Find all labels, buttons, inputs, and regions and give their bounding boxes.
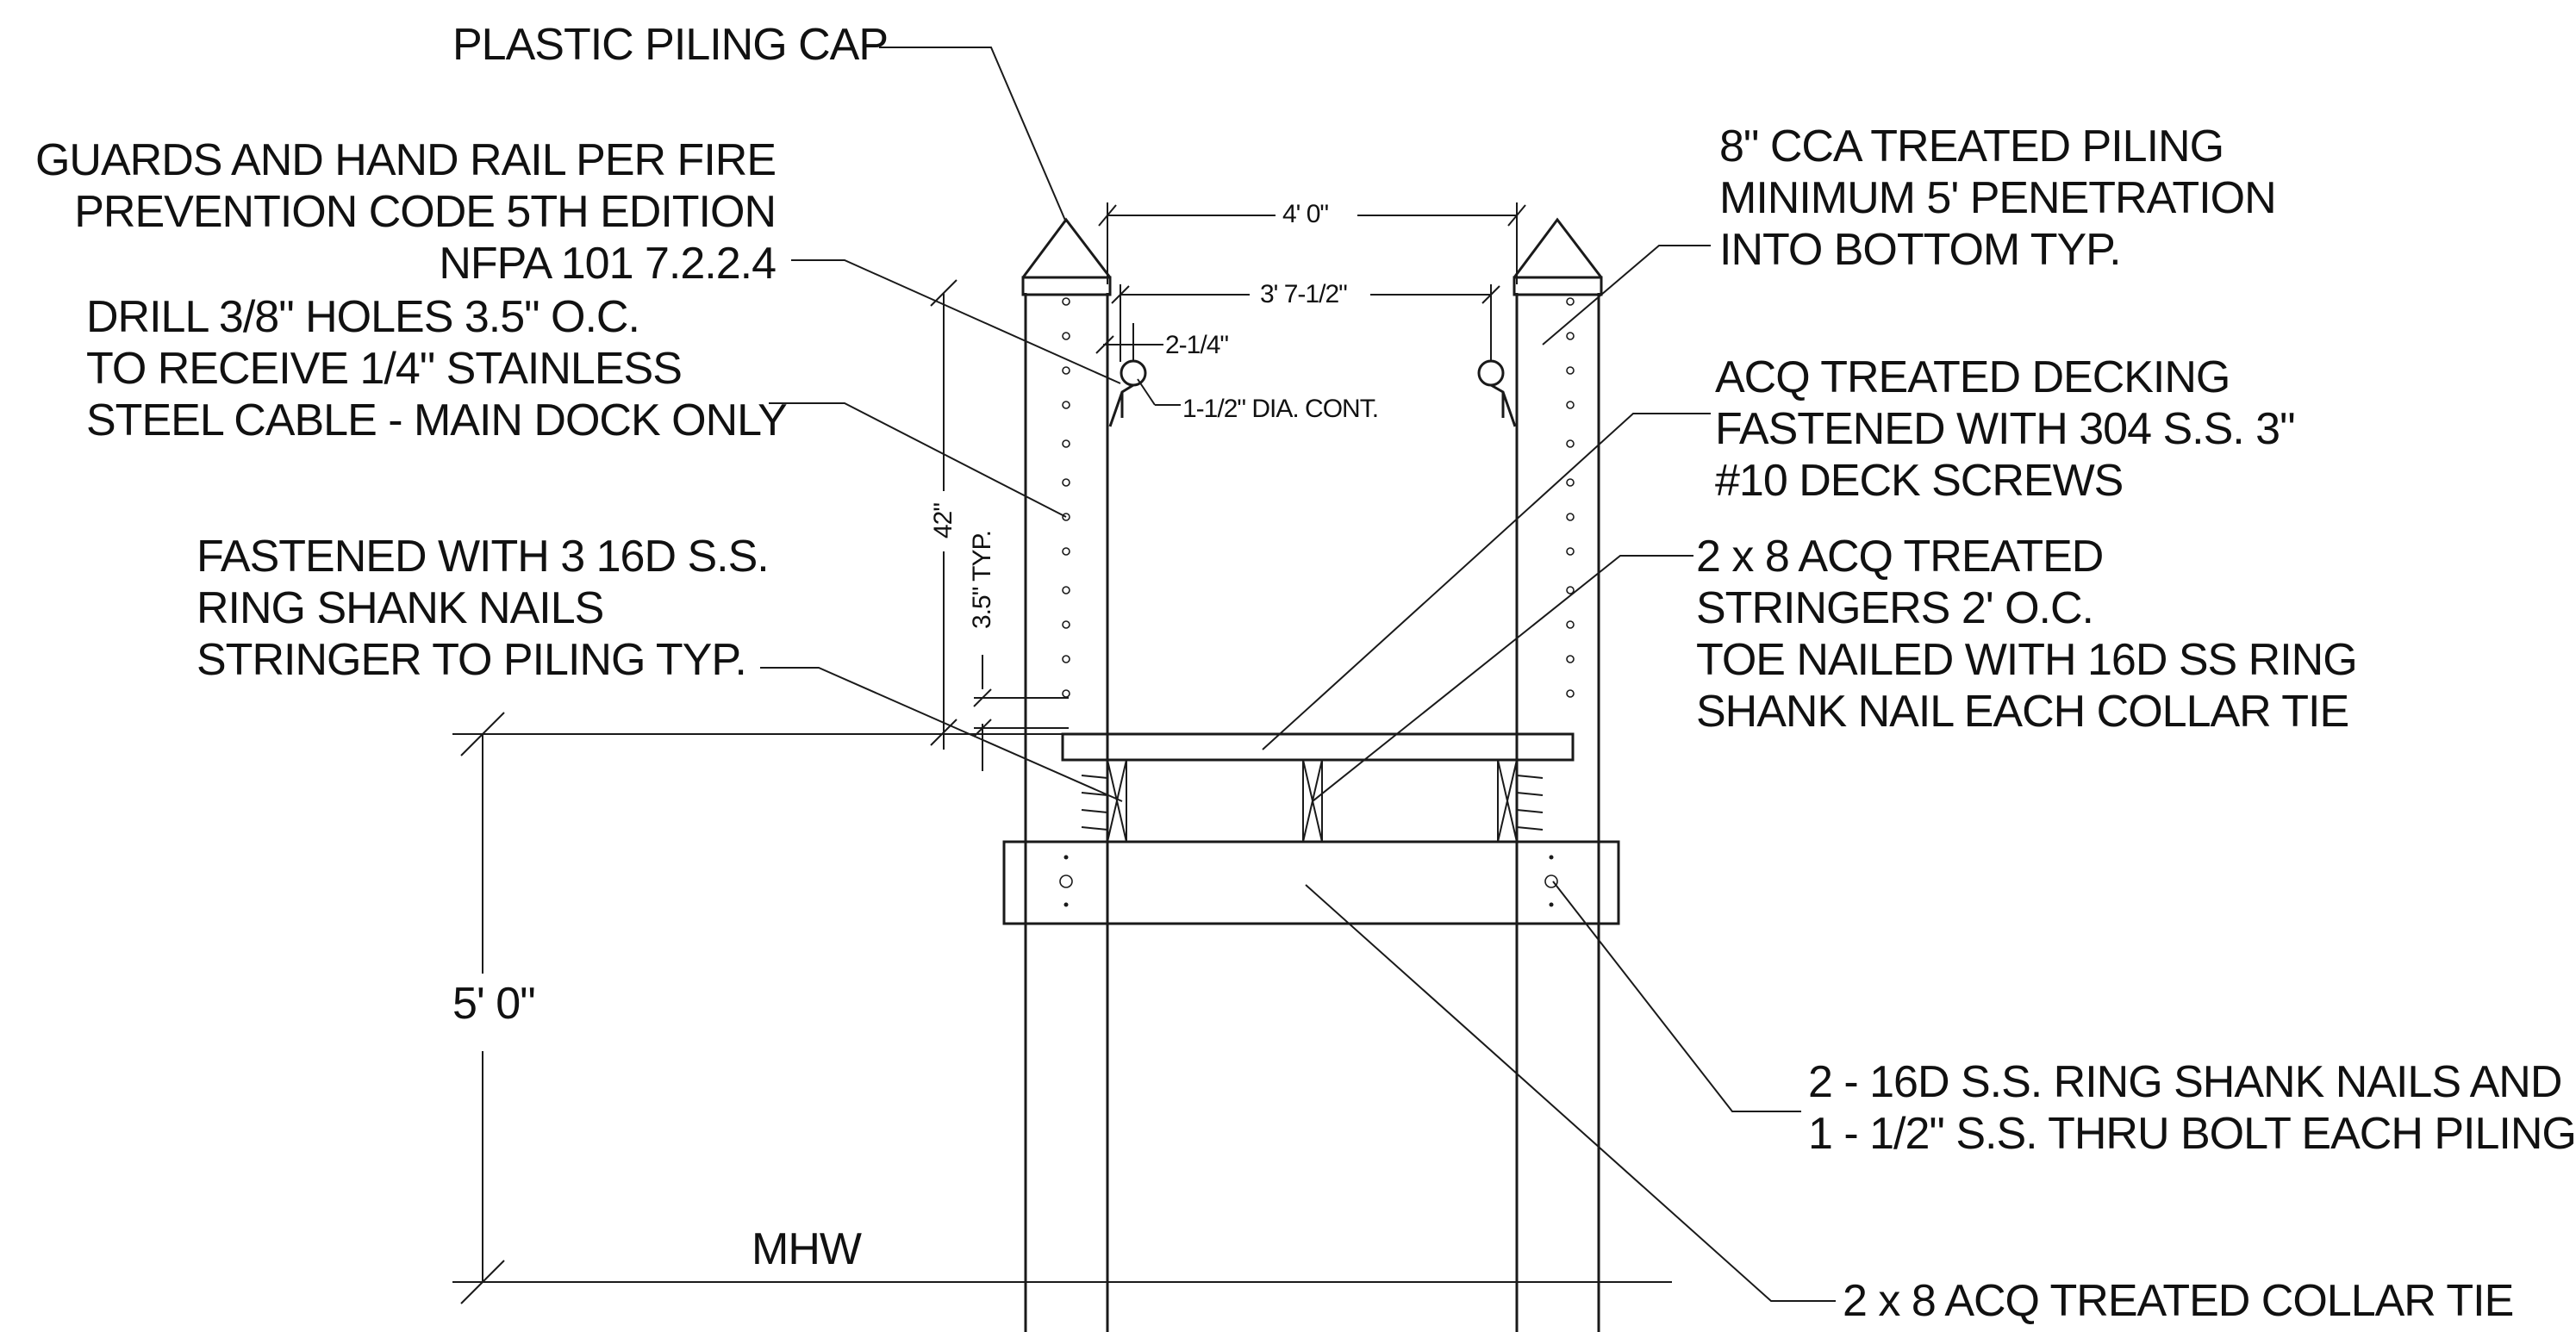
hole-spacing-label: 3.5" TYP. [968,531,996,629]
deck-height-dimension [460,712,505,1304]
stringers-line-2: STRINGERS 2' O.C. [1696,583,2094,633]
rail-height-dimension [930,279,957,750]
decking-line-3: #10 DECK SCREWS [1715,456,2124,506]
drill-note: DRILL 3/8" HOLES 3.5" O.C. TO RECEIVE 1/… [86,291,788,446]
deck-height-label: 5' 0" [452,979,536,1029]
guards-line-2: PREVENTION CODE 5TH EDITION [74,187,777,237]
piling-cap-label: PLASTIC PILING CAP [452,20,889,70]
fastened-line-1: FASTENED WITH 3 16D S.S. [196,532,770,582]
nails-line-2: 1 - 1/2" S.S. THRU BOLT EACH PILING [1808,1109,2576,1159]
drill-line-1: DRILL 3/8" HOLES 3.5" O.C. [86,292,640,342]
decking-line-2: FASTENED WITH 304 S.S. 3" [1715,404,2296,454]
guards-note: GUARDS AND HAND RAIL PER FIRE PREVENTION… [34,134,777,289]
left-piling [1021,217,1112,1332]
guards-line-1: GUARDS AND HAND RAIL PER FIRE [34,135,777,185]
width-outer-dimension [1098,202,1526,284]
piling-line-2: MINIMUM 5' PENETRATION [1719,173,2277,223]
stringers-note: 2 x 8 ACQ TREATED STRINGERS 2' O.C. TOE … [1696,531,2358,738]
guards-line-3: NFPA 101 7.2.2.4 [439,239,777,289]
fastened-line-2: RING SHANK NAILS [196,583,604,633]
stringers-line-1: 2 x 8 ACQ TREATED [1696,532,2104,582]
collar-tie [1002,840,1620,925]
nails-line-1: 2 - 16D S.S. RING SHANK NAILS AND [1808,1057,2562,1107]
decking-board [1061,732,1575,762]
leader-lines [760,47,1836,1302]
width-inner-label: 3' 7-1/2" [1260,280,1348,308]
rail-offset-label: 2-1/4" [1165,331,1229,359]
drill-line-3: STEEL CABLE - MAIN DOCK ONLY [86,395,788,445]
width-outer-label: 4' 0" [1282,200,1329,228]
stringers [1081,759,1544,843]
mhw-label: MHW [752,1224,862,1274]
rail-height-label: 42" [929,502,957,538]
collar-tie-label: 2 x 8 ACQ TREATED COLLAR TIE [1843,1276,2514,1326]
hole-spacing-dimension [973,655,1069,771]
nails-note: 2 - 16D S.S. RING SHANK NAILS AND 1 - 1/… [1808,1056,2576,1160]
drill-line-2: TO RECEIVE 1/4" STAINLESS [86,344,683,394]
rail-dia-label: 1-1/2" DIA. CONT. [1182,395,1379,423]
fastened-line-3: STRINGER TO PILING TYP. [196,635,747,685]
stringers-line-4: SHANK NAIL EACH COLLAR TIE [1696,687,2349,737]
decking-note: ACQ TREATED DECKING FASTENED WITH 304 S.… [1715,352,2296,507]
fastened-note: FASTENED WITH 3 16D S.S. RING SHANK NAIL… [196,531,770,686]
decking-line-1: ACQ TREATED DECKING [1715,352,2230,402]
piling-line-1: 8" CCA TREATED PILING [1719,121,2224,171]
stringers-line-3: TOE NAILED WITH 16D SS RING [1696,635,2358,685]
width-inner-dimension [1111,284,1500,362]
piling-line-3: INTO BOTTOM TYP. [1719,225,2122,275]
cable-holes [1062,297,1575,698]
piling-note: 8" CCA TREATED PILING MINIMUM 5' PENETRA… [1719,121,2277,276]
rail-offset-dimension [1095,323,1163,362]
